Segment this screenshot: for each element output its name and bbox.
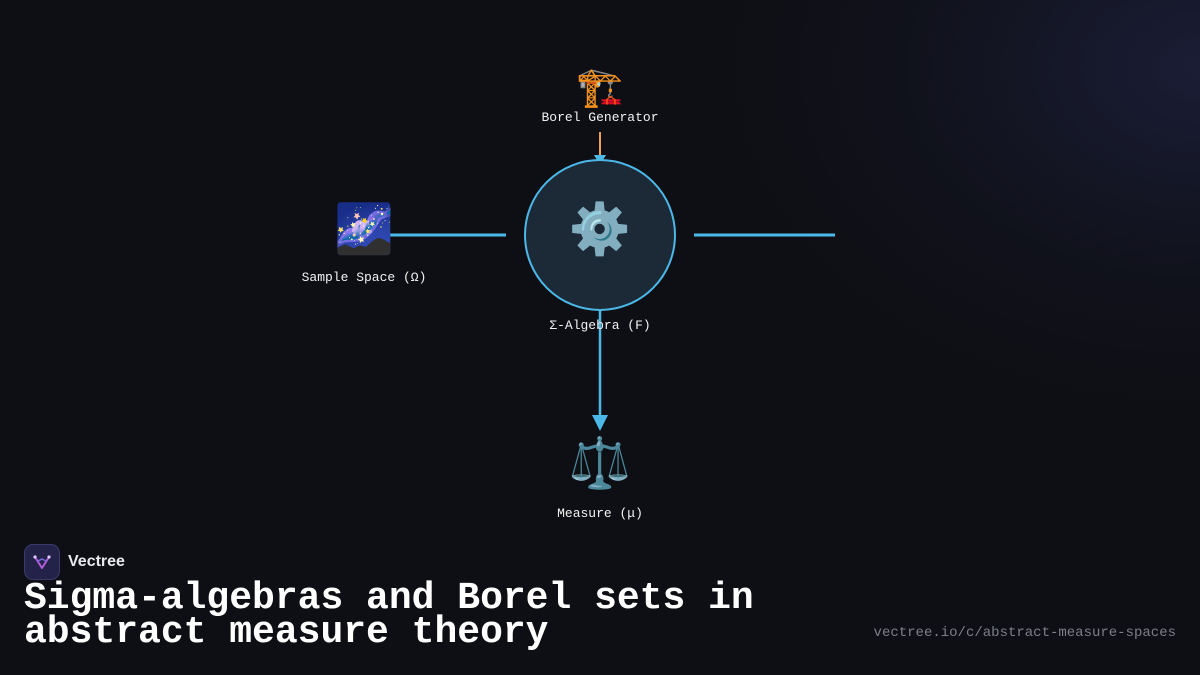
sigma-algebra-node — [524, 159, 676, 311]
brand: Vectree — [24, 544, 125, 580]
page-title: Sigma-algebras and Borel sets in abstrac… — [24, 577, 754, 654]
brand-name: Vectree — [68, 553, 125, 570]
gear-icon: ⚙️ — [568, 200, 632, 258]
sample-space-label: Sample Space (Ω) — [301, 270, 427, 285]
construction-crane-icon: 🏗️ — [576, 65, 624, 109]
sigma-algebra-label: Σ-Algebra (F) — [549, 318, 651, 333]
measure-label: Measure (μ) — [557, 506, 643, 521]
vectree-logo-icon — [24, 544, 60, 580]
milky-way-icon: 🌌 — [334, 201, 394, 257]
generator-label: Borel Generator — [541, 110, 659, 125]
edge-measure-arrowhead — [592, 415, 608, 431]
balance-scale-icon: ⚖️ — [568, 434, 632, 492]
course-url[interactable]: vectree.io/c/abstract-measure-spaces — [873, 625, 1176, 641]
